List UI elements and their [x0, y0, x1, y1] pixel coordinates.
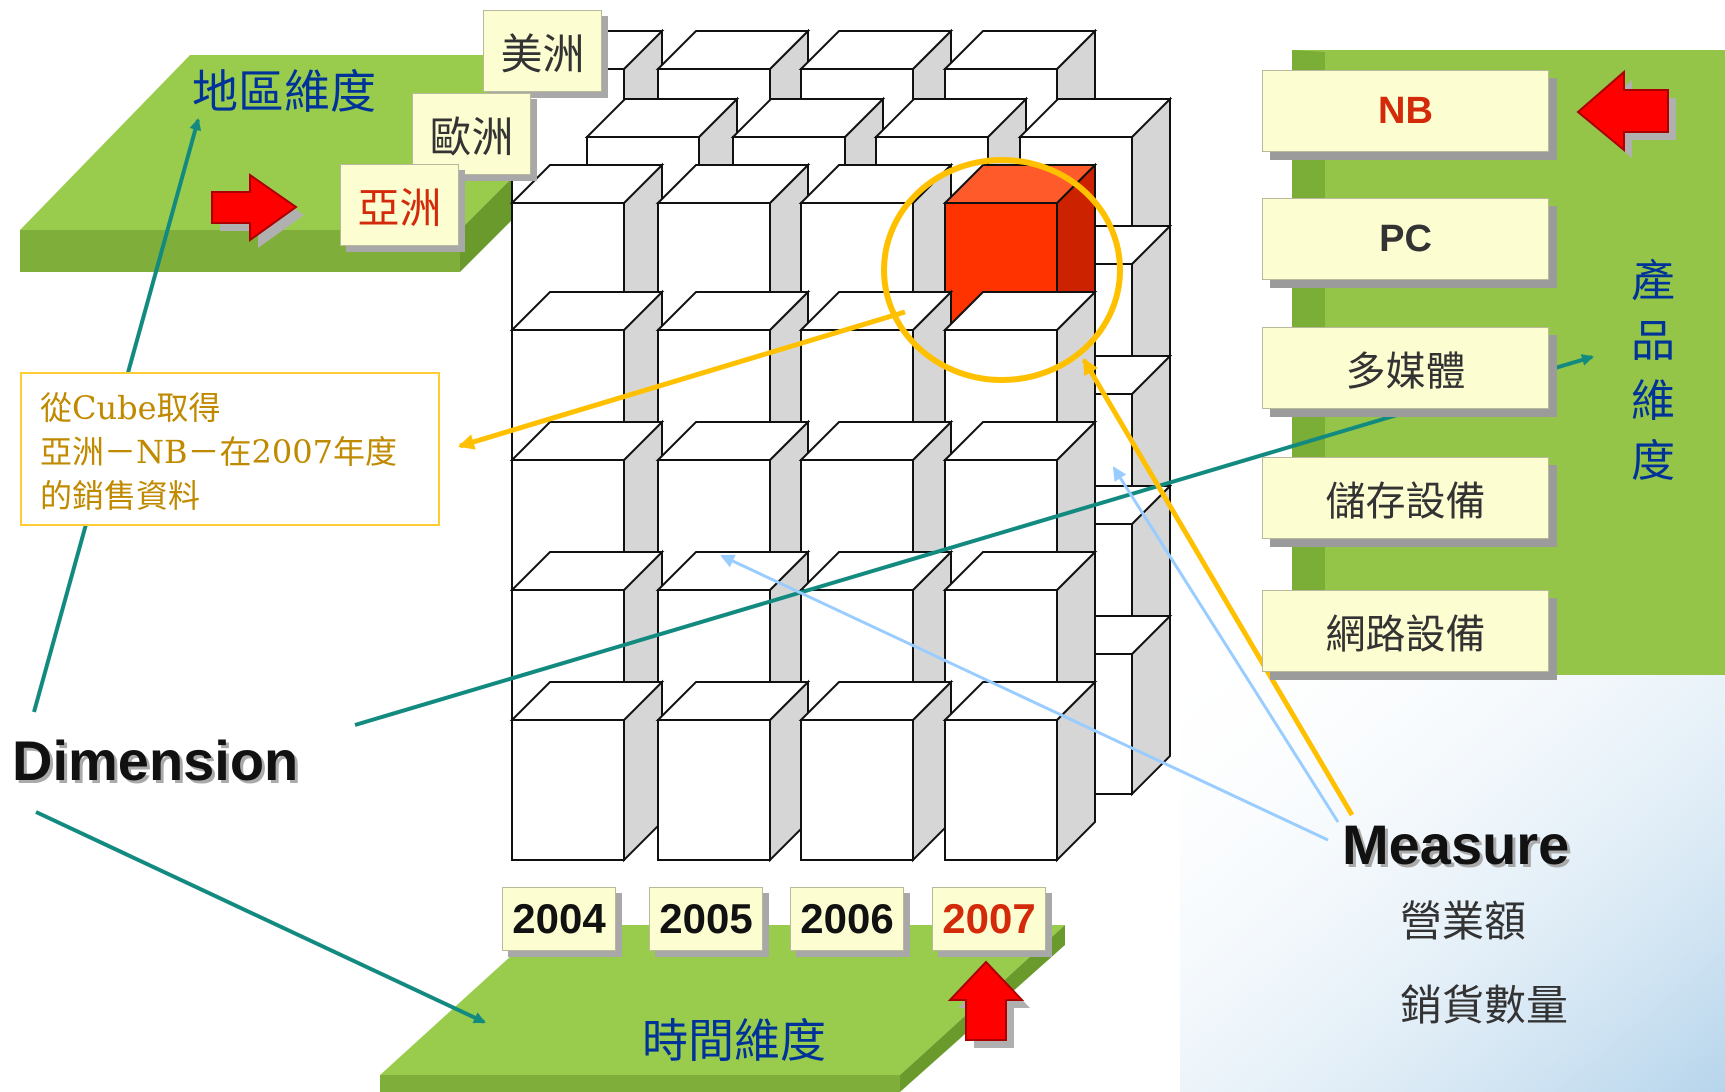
- region-pointer-arrow-body: [211, 173, 298, 242]
- product-tag-pc-label: PC: [1379, 217, 1432, 260]
- cube-front-face: [944, 719, 1058, 861]
- callout-line-3: 的銷售資料: [40, 477, 201, 515]
- year-tag-2006[interactable]: 2006: [790, 887, 904, 951]
- year-tag-2005[interactable]: 2005: [649, 887, 763, 951]
- product-tag-nb-label: NB: [1378, 89, 1433, 132]
- product-tag-storage-label: 儲存設備: [1325, 479, 1486, 525]
- year-tag-2006-label: 2006: [800, 895, 894, 942]
- product-tag-nb[interactable]: NB: [1262, 70, 1549, 152]
- product-tag-multimedia-label: 多媒體: [1345, 349, 1466, 395]
- product-tag-network[interactable]: 網路設備: [1262, 590, 1549, 672]
- dimension-arrow-product: [354, 354, 1594, 727]
- product-tag-pc[interactable]: PC: [1262, 198, 1549, 280]
- time-pointer-arrow-body: [947, 960, 1025, 1041]
- cube-r4-c3: [942, 679, 1098, 863]
- time-dimension-title: 時間維度: [642, 1014, 826, 1068]
- cube-front-face: [800, 719, 914, 861]
- region-tag-europe[interactable]: 歐洲: [412, 93, 531, 175]
- product-tag-storage[interactable]: 儲存設備: [1262, 457, 1549, 539]
- product-tag-multimedia[interactable]: 多媒體: [1262, 327, 1549, 409]
- cube-r4-c0: [509, 679, 665, 863]
- year-tag-2005-label: 2005: [659, 895, 753, 942]
- measure-arrow-back-cell: [1112, 466, 1340, 823]
- dimension-arrow-time: [35, 810, 486, 1024]
- product-dimension-title: 產品維度: [1631, 256, 1675, 487]
- product-pointer-arrow-body: [1576, 69, 1669, 153]
- measure-item-quantity: 銷貨數量: [1400, 981, 1569, 1030]
- time-pointer-arrow: [947, 960, 1030, 1048]
- callout-line-2: 亞洲－NB－在2007年度: [40, 433, 397, 471]
- selection-ring: [881, 157, 1123, 383]
- region-pointer-arrow: [211, 173, 304, 248]
- year-tag-2007-label: 2007: [942, 895, 1036, 942]
- callout-arrow: [458, 309, 906, 450]
- measure-item-revenue: 營業額: [1400, 897, 1527, 946]
- year-tag-2007[interactable]: 2007: [932, 887, 1046, 951]
- measure-arrow-selected: [1081, 358, 1355, 817]
- dimension-label: Dimension: [12, 729, 299, 792]
- measure-label: Measure: [1342, 813, 1570, 876]
- callout-line-1: 從Cube取得: [40, 389, 221, 427]
- cube-r4-c2: [798, 679, 954, 863]
- region-tag-asia[interactable]: 亞洲: [340, 164, 459, 246]
- cube-r4-c1: [655, 679, 811, 863]
- product-pointer-arrow: [1576, 69, 1676, 158]
- region-tag-asia-label: 亞洲: [357, 183, 442, 233]
- cube-front-face: [657, 719, 771, 861]
- year-tag-2004[interactable]: 2004: [502, 887, 616, 951]
- year-tag-2004-label: 2004: [512, 895, 606, 942]
- time-platform: [380, 925, 1065, 1092]
- measure-arrow-cell: [720, 554, 1329, 842]
- cube-front-face: [511, 719, 625, 861]
- product-tag-network-label: 網路設備: [1325, 612, 1486, 658]
- connector-arrows: [32, 69, 1676, 1048]
- region-dimension-title: 地區維度: [192, 65, 376, 119]
- region-tag-europe-label: 歐洲: [429, 112, 514, 162]
- query-callout: 從Cube取得 亞洲－NB－在2007年度 的銷售資料: [20, 372, 440, 526]
- region-tag-americas[interactable]: 美洲: [483, 10, 602, 92]
- region-tag-americas-label: 美洲: [500, 29, 585, 79]
- data-cube: [509, 28, 1173, 863]
